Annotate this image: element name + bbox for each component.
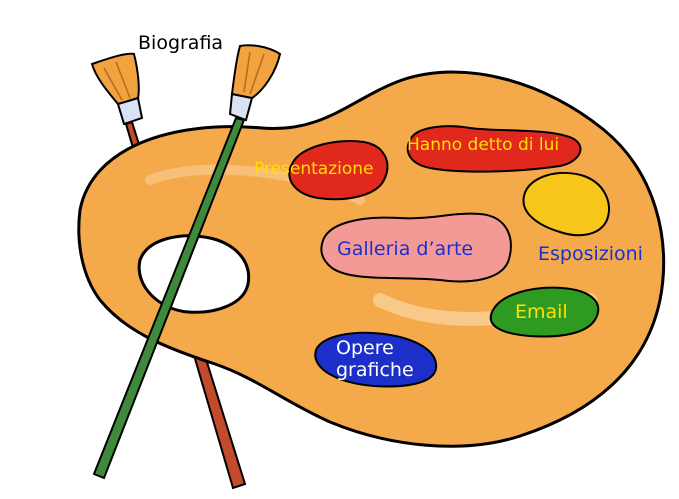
menu-link-email[interactable]: Email	[515, 301, 568, 323]
menu-link-presentazione[interactable]: Presentazione	[254, 159, 374, 179]
blue-paint-blob	[314, 331, 438, 388]
opere-line-1: Opere	[336, 337, 394, 359]
yellow-paint-blob	[522, 171, 610, 237]
green-paint-blob	[489, 286, 600, 338]
green-brush-icon	[92, 44, 282, 480]
menu-link-biografia[interactable]: Biografia	[138, 32, 224, 54]
red-paint-blob-hanno-detto	[406, 125, 582, 173]
pink-paint-blob	[320, 212, 512, 283]
opere-line-2: grafiche	[336, 359, 414, 381]
menu-link-esposizioni[interactable]: Esposizioni	[538, 243, 643, 265]
menu-link-hanno-detto-di-lui[interactable]: Hanno detto di lui	[407, 135, 560, 155]
red-paint-blob-presentazione	[288, 140, 389, 201]
menu-link-opere-grafiche[interactable]: Opere grafiche	[336, 337, 446, 381]
menu-link-galleria-darte[interactable]: Galleria d’arte	[337, 238, 474, 260]
